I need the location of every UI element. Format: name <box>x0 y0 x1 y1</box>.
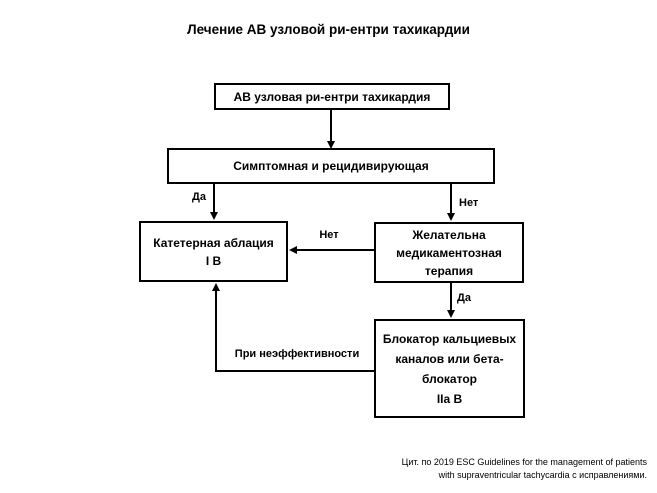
arrowhead-to-drug <box>447 213 455 221</box>
node-avnrt-label: АВ узловая ри-ентри тахикардия <box>233 89 431 104</box>
node-avnrt: АВ узловая ри-ентри тахикардия <box>214 83 450 110</box>
node-drug-line3: терапия <box>424 263 474 278</box>
node-blocker-line2: каналов или бета- <box>395 351 504 366</box>
arrowhead-to-blocker <box>447 310 455 318</box>
node-blocker-line3: блокатор <box>422 371 477 386</box>
node-drug-line2: медикаментозная <box>396 245 502 260</box>
edge-label-no-right: Нет <box>459 197 479 209</box>
arrowhead-to-symptomatic <box>327 141 335 149</box>
arrowhead-drug-to-ablation <box>289 246 297 254</box>
arrowhead-ineffective-to-ablation <box>212 283 220 291</box>
edge-label-yes-left: Да <box>192 191 206 203</box>
node-symptomatic-label: Симптомная и рецидивирующая <box>233 159 429 173</box>
edge-label-ineffective: При неэффективности <box>234 348 360 360</box>
arrowhead-to-ablation <box>210 212 218 220</box>
node-blocker-line1: Блокатор кальциевых <box>382 331 517 346</box>
node-catheter-ablation: Катетерная аблация I В <box>139 221 288 282</box>
citation-line1: Цит. по 2019 ESC Guidelines for the mana… <box>401 457 647 467</box>
node-symptomatic-recurrent: Симптомная и рецидивирующая <box>167 148 495 184</box>
node-drug-therapy: Желательна медикаментозная терапия <box>374 222 524 283</box>
diagram-title: Лечение АВ узловой ри-ентри тахикардии <box>187 22 470 37</box>
node-drug-line1: Желательна <box>412 227 486 242</box>
node-ablation-line2: I В <box>205 253 222 268</box>
node-blocker-line4: IIa B <box>436 391 463 406</box>
node-calcium-beta-blocker: Блокатор кальциевых каналов или бета- бл… <box>374 319 525 418</box>
citation: Цит. по 2019 ESC Guidelines for the mana… <box>347 456 647 482</box>
citation-line2: with supraventricular tachycardia с испр… <box>438 470 647 480</box>
edge-label-yes-down: Да <box>457 292 471 304</box>
edge-label-no-mid: Нет <box>319 229 339 241</box>
node-ablation-line1: Катетерная аблация <box>153 235 274 250</box>
